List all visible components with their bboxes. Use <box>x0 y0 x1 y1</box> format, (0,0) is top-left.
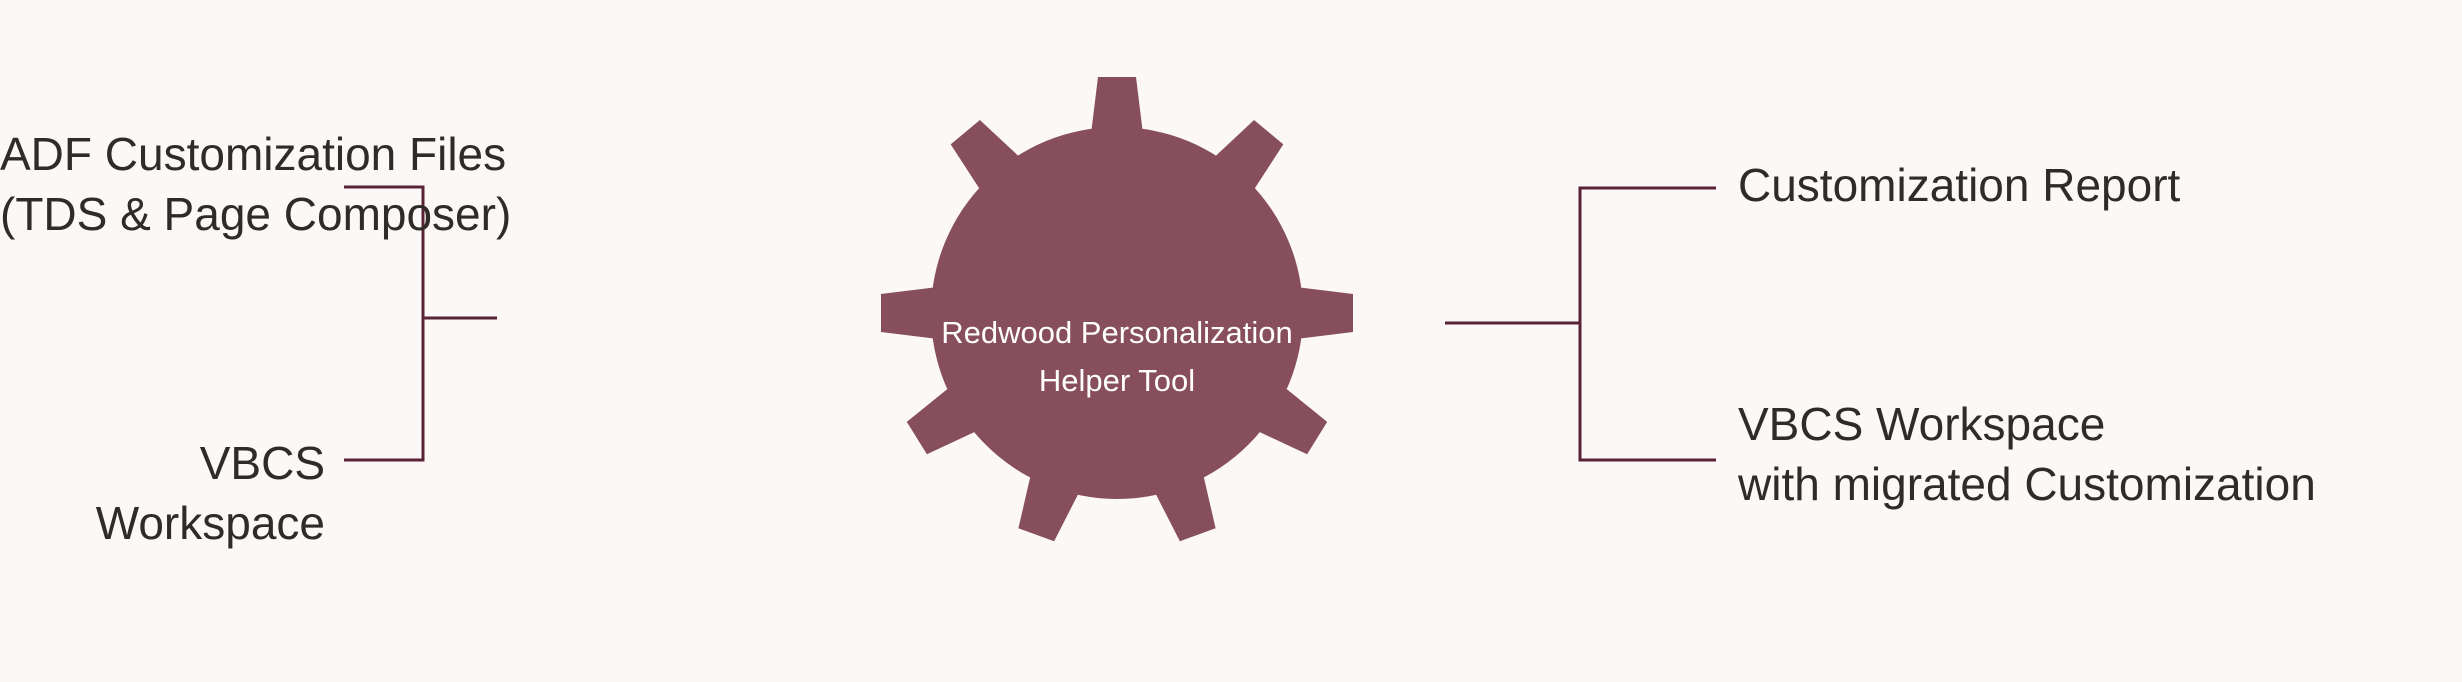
label-line: Helper Tool <box>1038 363 1196 398</box>
label-line: ADF Customization Files <box>0 128 507 180</box>
label-line: (TDS & Page Composer) <box>0 188 512 240</box>
center-tool-label: Redwood Personalization Helper Tool <box>917 309 1317 405</box>
right-connector <box>1445 186 1716 462</box>
input-adf-files: ADF Customization Files (TDS & Page Comp… <box>0 124 512 244</box>
label-line: Redwood Personalization <box>941 315 1293 350</box>
output-vbcs-migrated: VBCS Workspace with migrated Customizati… <box>1738 394 2418 514</box>
output-customization-report: Customization Report <box>1738 155 2418 215</box>
label-line: VBCS Workspace <box>95 437 325 549</box>
label-line: Customization Report <box>1738 159 2181 211</box>
label-line: with migrated Customization <box>1738 458 2316 510</box>
label-line: VBCS Workspace <box>1738 398 2106 450</box>
input-vbcs-workspace: VBCS Workspace <box>0 433 325 553</box>
gear-icon <box>881 77 1353 542</box>
left-connector <box>344 185 497 462</box>
